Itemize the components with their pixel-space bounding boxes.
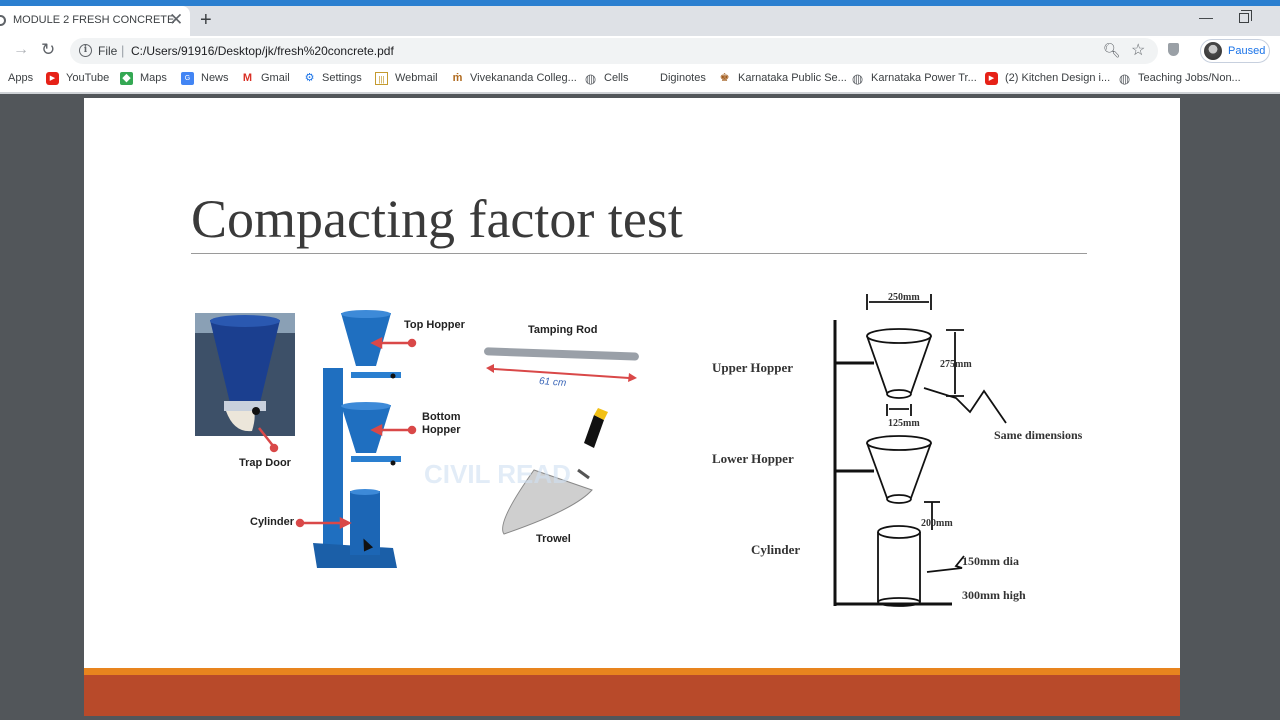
url-text[interactable]: C:/Users/91916/Desktop/jk/fresh%20concre…	[131, 44, 394, 58]
gear-icon: ⚙	[304, 72, 315, 84]
label-top-hopper: Top Hopper	[404, 319, 465, 331]
globe-icon: ◍	[1118, 71, 1131, 86]
trowel	[502, 408, 608, 535]
zoom-icon[interactable]: 🔍︎	[1103, 42, 1121, 58]
tab-title: MODULE 2 FRESH CONCRETE	[13, 14, 175, 26]
window-accent-strip	[0, 0, 1280, 6]
new-tab-button[interactable]: +	[200, 9, 212, 31]
dim-hopper-height: 275mm	[940, 359, 972, 370]
dim-bottom-width: 125mm	[888, 418, 920, 429]
label-tamping-rod: Tamping Rod	[528, 324, 598, 336]
diagram-label-same-dimensions: Same dimensions	[994, 428, 1083, 442]
dim-gap: 200mm	[921, 518, 953, 529]
tamping-rod	[484, 347, 639, 382]
url-separator: |	[121, 43, 125, 58]
bookmark-apps[interactable]: Apps	[8, 72, 34, 84]
bookmark-vivekananda[interactable]: Vivekananda Colleg...	[470, 72, 577, 84]
youtube-icon: ▶	[985, 72, 998, 85]
label-trowel: Trowel	[536, 533, 571, 545]
compacting-factor-apparatus	[313, 310, 401, 568]
label-rod-length: 61 cm	[538, 376, 567, 389]
label-bottom-hopper-1: Bottom	[422, 411, 461, 423]
profile-status: Paused	[1228, 45, 1266, 57]
profile-button[interactable]: Paused	[1200, 39, 1270, 63]
url-scheme-label: File	[98, 44, 118, 58]
youtube-icon: ▶	[46, 72, 59, 85]
bookmark-news[interactable]: News	[201, 72, 229, 84]
bookmark-youtube[interactable]: YouTube	[66, 72, 110, 84]
toolbar-divider	[0, 92, 1280, 94]
webmail-icon: |||	[375, 72, 388, 85]
bookmark-gmail[interactable]: Gmail	[261, 72, 290, 84]
trap-door-photo	[195, 313, 295, 436]
info-icon[interactable]: i	[79, 44, 92, 57]
dim-cylinder-height: 300mm high	[962, 588, 1026, 602]
footer-accent-line	[84, 668, 1180, 675]
tab-favicon-icon	[0, 15, 6, 26]
emblem-icon: ♚	[719, 72, 730, 84]
watermark-logo: CIVIL READ	[424, 459, 571, 489]
dim-top-width: 250mm	[888, 292, 920, 303]
bookmarks-bar: Apps ▶ YouTube ◆ Maps G News M Gmail ⚙ S…	[0, 66, 1280, 92]
extension-shield-icon[interactable]	[1168, 43, 1179, 56]
bookmark-karnataka-power[interactable]: Karnataka Power Tr...	[871, 72, 977, 84]
gmail-icon: M	[242, 72, 253, 84]
bookmark-diginotes[interactable]: Diginotes	[660, 72, 706, 84]
bookmark-settings[interactable]: Settings	[322, 72, 362, 84]
back-arrow-icon[interactable]: →	[13, 41, 29, 58]
bookmark-webmail[interactable]: Webmail	[395, 72, 438, 84]
browser-toolbar: → ↻ i File | C:/Users/91916/Desktop/jk/f…	[0, 36, 1280, 66]
bookmark-teaching-jobs[interactable]: Teaching Jobs/Non...	[1138, 72, 1241, 84]
pdf-page: Compacting factor test	[84, 98, 1180, 716]
maps-icon: ◆	[120, 72, 133, 85]
label-bottom-hopper-2: Hopper	[422, 424, 461, 436]
diagram-label-upper-hopper: Upper Hopper	[712, 360, 794, 375]
label-arrows	[258, 336, 417, 530]
title-underline	[191, 253, 1087, 254]
minimize-button[interactable]: —	[1199, 9, 1213, 25]
news-icon: G	[181, 72, 194, 85]
avatar	[1204, 42, 1222, 60]
bookmark-karnataka-public[interactable]: Karnataka Public Se...	[738, 72, 847, 84]
dim-cylinder-diameter: 150mm dia	[962, 554, 1019, 568]
bookmark-cells[interactable]: Cells	[604, 72, 629, 84]
page-title: Compacting factor test	[191, 189, 683, 249]
diagram-label-cylinder: Cylinder	[751, 542, 801, 557]
globe-icon: ◍	[584, 71, 597, 86]
college-icon: ṁ	[452, 72, 463, 84]
tab-active[interactable]: MODULE 2 FRESH CONCRETE ✕	[0, 6, 190, 36]
label-cylinder: Cylinder	[250, 516, 295, 528]
diagram-label-lower-hopper: Lower Hopper	[712, 451, 794, 466]
bookmark-star-icon[interactable]: ☆	[1131, 42, 1146, 59]
tab-strip: MODULE 2 FRESH CONCRETE ✕ + —	[0, 6, 1280, 36]
apparatus-illustration: CIVIL READ	[195, 294, 1007, 607]
bookmark-kitchen-design[interactable]: (2) Kitchen Design i...	[1005, 72, 1111, 84]
footer-bar	[84, 675, 1180, 716]
bookmark-maps[interactable]: Maps	[140, 72, 167, 84]
globe-icon: ◍	[851, 71, 864, 86]
address-bar[interactable]: i File | C:/Users/91916/Desktop/jk/fresh…	[70, 38, 1158, 64]
label-trap-door: Trap Door	[239, 457, 291, 469]
reload-icon[interactable]: ↻	[41, 40, 56, 59]
schematic-diagram	[833, 294, 1007, 607]
close-icon[interactable]: ✕	[169, 10, 184, 29]
restore-button[interactable]	[1239, 10, 1252, 23]
